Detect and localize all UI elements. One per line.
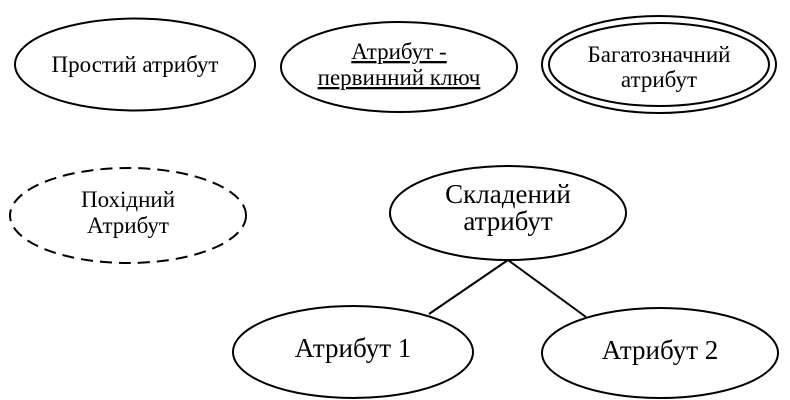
connector-composite-to-attribute1: [428, 259, 509, 315]
primary-key-attribute-label-line2: первинний ключ: [318, 65, 481, 90]
primary-key-attribute-label-line1: Атрибут -: [351, 39, 446, 64]
derived-attribute-label-line1: Похідний: [81, 187, 175, 212]
attribute1-ellipse: [232, 305, 474, 399]
composite-attribute-label-line1: Складений: [445, 179, 571, 209]
multivalued-attribute-label-line1: Багатозначний: [588, 42, 731, 67]
composite-attribute-label-line2: атрибут: [463, 206, 553, 236]
derived-attribute-ellipse: [9, 167, 247, 264]
connector-composite-to-attribute2: [507, 259, 587, 318]
multivalued-attribute-label-line2: атрибут: [621, 67, 697, 92]
simple-attribute-label: Простий атрибут: [52, 52, 219, 77]
attribute1-label: Атрибут 1: [295, 333, 412, 363]
multivalued-attribute-inner-ellipse: [548, 22, 770, 107]
derived-attribute-label-line2: Атрибут: [87, 213, 169, 238]
simple-attribute-ellipse: [14, 17, 256, 112]
attribute2-ellipse: [541, 307, 779, 399]
composite-attribute-ellipse: [389, 165, 627, 261]
multivalued-attribute-outer-ellipse: [541, 15, 777, 114]
primary-key-attribute-ellipse: [280, 21, 518, 113]
attribute2-label: Атрибут 2: [602, 335, 719, 365]
